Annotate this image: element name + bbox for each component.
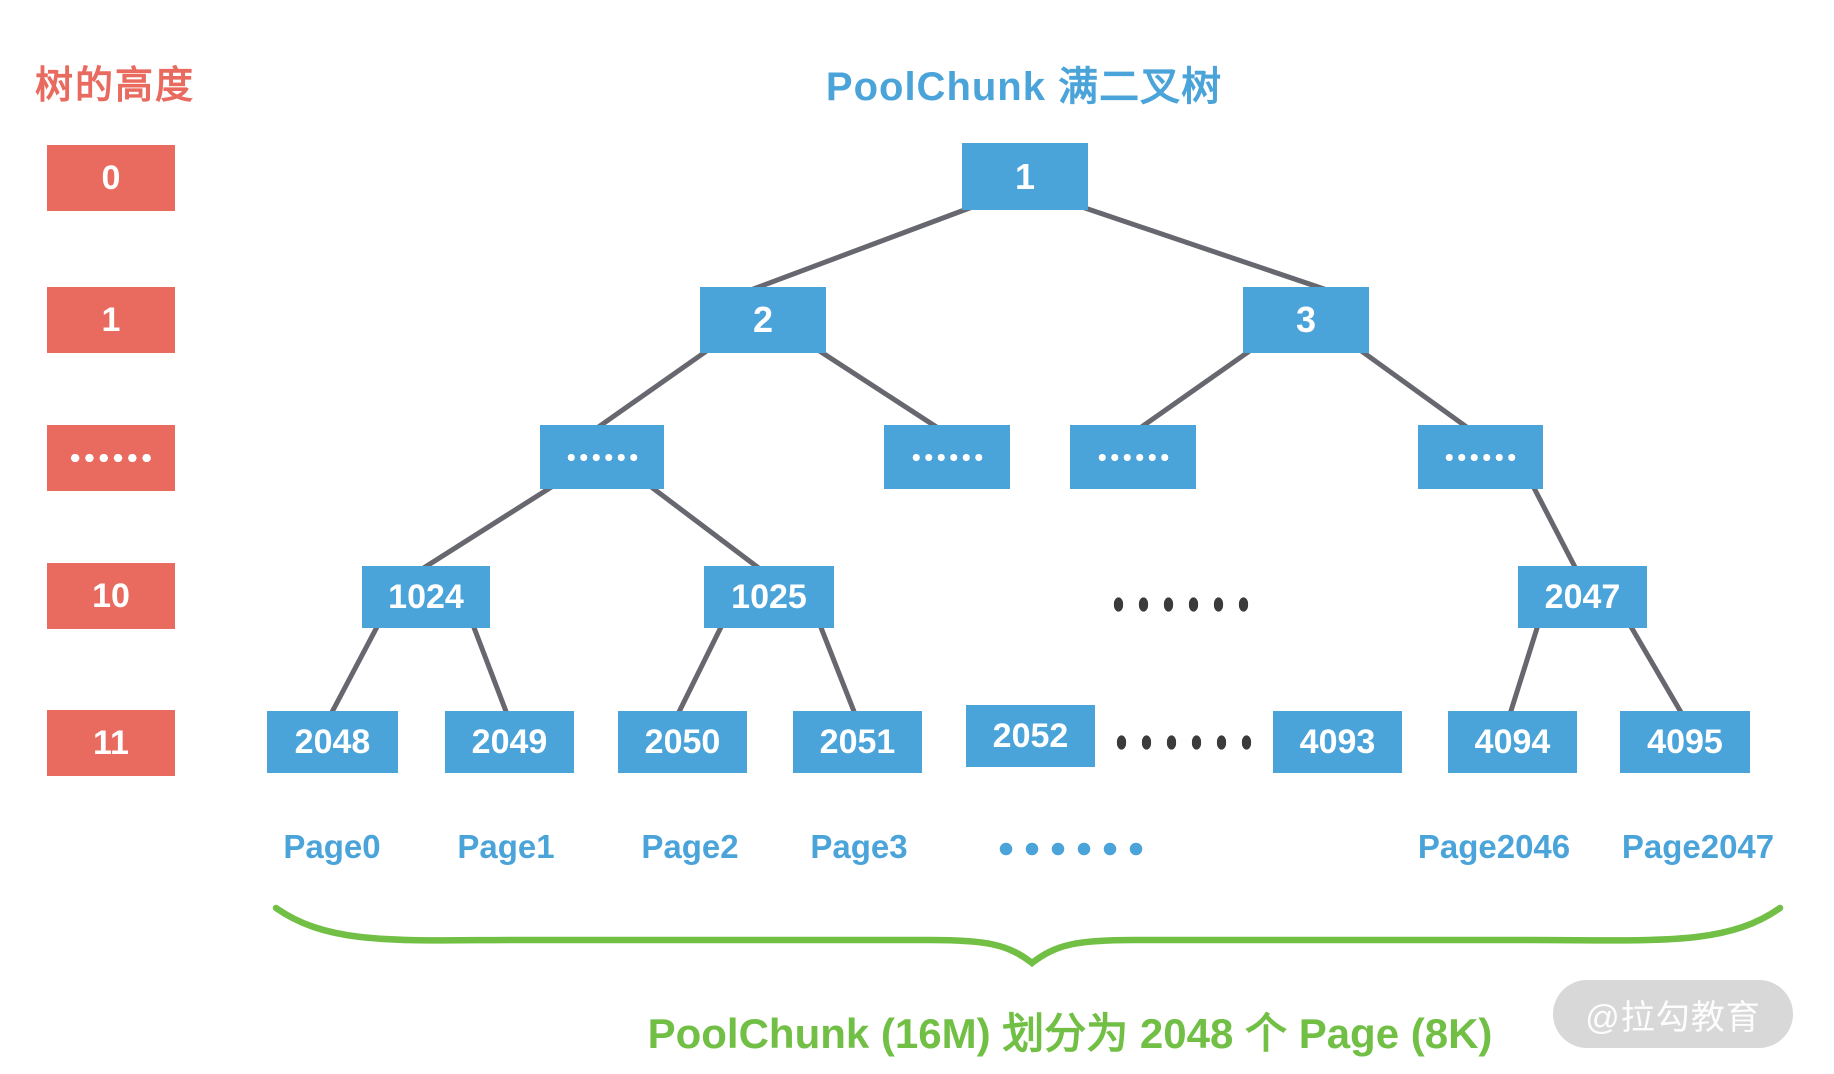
tree-node-4093: 4093 — [1273, 711, 1402, 773]
node-label: 4094 — [1474, 722, 1551, 761]
page-title: PoolChunk 满二叉树 — [825, 65, 1223, 109]
tree-edge — [647, 483, 763, 572]
tree-edge — [815, 347, 941, 431]
tree-edge — [419, 483, 556, 572]
tree-edge — [675, 622, 725, 717]
node-label: 3 — [1295, 299, 1317, 340]
height-level-label: 1 — [101, 300, 121, 339]
tree-edge — [1137, 347, 1254, 431]
node-label: 2051 — [819, 722, 896, 761]
ellipsis-dots-icon — [1095, 452, 1171, 462]
tree-node-2049: 2049 — [445, 711, 574, 773]
tree-node-ellipsis: ...... — [540, 425, 664, 489]
node-label: 2 — [752, 299, 774, 340]
node-label: 4093 — [1299, 722, 1376, 761]
tree-node-4094: 4094 — [1448, 711, 1577, 773]
tree-node-2051: 2051 — [793, 711, 922, 773]
ellipsis-dots-icon — [564, 452, 640, 462]
tree-edge — [1507, 622, 1541, 717]
tree-node-2047: 2047 — [1518, 566, 1647, 628]
tree-edge — [1357, 347, 1471, 431]
ellipsis-dots-icon: ...... — [1109, 734, 1259, 751]
watermark-badge: @拉勾教育 — [1553, 980, 1793, 1048]
tree-node-4095: 4095 — [1620, 711, 1750, 773]
brace-icon — [272, 904, 1784, 968]
node-label: 2047 — [1544, 577, 1621, 616]
tree-edge — [817, 622, 858, 717]
caption: PoolChunk (16M) 划分为 2048 个 Page (8K) — [647, 1010, 1493, 1057]
ellipsis-dots-icon — [1443, 452, 1518, 462]
tree-edge — [1079, 204, 1333, 294]
height-column-title: 树的高度 — [35, 65, 196, 107]
tree-edge — [594, 347, 711, 431]
node-label: 2048 — [294, 722, 371, 761]
tree-node-1025: 1025 — [704, 566, 834, 628]
height-level-1: 1 — [47, 287, 175, 353]
tree-node-3: 3 — [1243, 287, 1369, 353]
tree-node-ellipsis: ...... — [884, 425, 1010, 489]
page-label-2046: Page2046 — [1417, 828, 1571, 865]
tree-node-ellipsis: ...... — [1070, 425, 1196, 489]
ellipsis-dots-icon: ...... — [1106, 596, 1256, 613]
node-label: 4095 — [1647, 722, 1723, 761]
ellipsis-dots-icon — [68, 453, 154, 463]
page-label-3: Page3 — [810, 828, 908, 865]
watermark-text: @拉勾教育 — [1585, 998, 1761, 1037]
tree-edge — [470, 622, 510, 717]
height-level-10: 10 — [47, 563, 175, 629]
tree-node-ellipsis: ...... — [1418, 425, 1543, 489]
height-level-ellipsis: ...... — [47, 425, 175, 491]
tree-node-2050: 2050 — [618, 711, 747, 773]
height-level-0: 0 — [47, 145, 175, 211]
node-label: 1024 — [388, 577, 464, 616]
tree-node-2048: 2048 — [267, 711, 398, 773]
node-label: 1025 — [731, 577, 807, 616]
height-level-11: 11 — [47, 710, 175, 776]
page-label-2047: Page2047 — [1621, 828, 1775, 865]
height-level-label: 11 — [93, 723, 129, 762]
ellipsis-dots-icon: ...... — [993, 842, 1149, 856]
ellipsis-dots-icon — [909, 452, 985, 462]
node-label: 1 — [1014, 155, 1036, 197]
tree-edge — [328, 622, 381, 717]
tree-edge — [1627, 622, 1685, 717]
tree-edge — [745, 203, 978, 294]
tree-node-2: 2 — [700, 287, 826, 353]
height-level-label: 10 — [92, 576, 130, 615]
node-label: 2050 — [644, 722, 721, 761]
page-label-0: Page0 — [283, 828, 381, 865]
page-label-2: Page2 — [641, 828, 739, 865]
node-label: 2052 — [992, 716, 1069, 755]
tree-node-1024: 1024 — [362, 566, 490, 628]
tree-node-2052: 2052 — [966, 705, 1095, 767]
tree-node-1: 1 — [962, 143, 1088, 210]
height-level-label: 0 — [101, 158, 121, 197]
node-label: 2049 — [471, 722, 548, 761]
page-label-1: Page1 — [457, 828, 555, 865]
tree-edge — [1530, 483, 1579, 572]
